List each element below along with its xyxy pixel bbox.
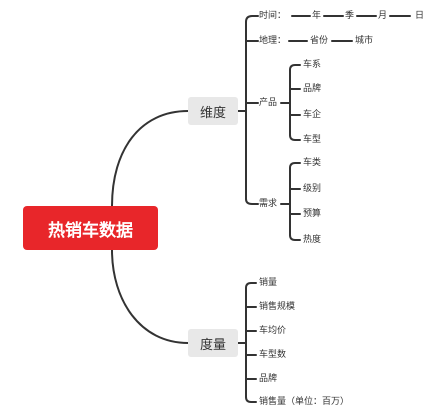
connector-demand-trunk <box>280 167 291 236</box>
connector-dimension-trunk <box>237 21 247 200</box>
time-step-month[interactable]: 月 <box>378 11 388 21</box>
geo-step-province[interactable]: 省份 <box>310 36 329 46</box>
product-item-series[interactable]: 车系 <box>303 60 322 70</box>
product-node[interactable]: 产品 <box>259 98 278 108</box>
connector-root-dimension <box>111 110 189 207</box>
product-item-model[interactable]: 车型 <box>303 135 322 145</box>
measure-item-sales-scale[interactable]: 销售规模 <box>259 302 296 312</box>
time-node[interactable]: 时间： <box>259 11 287 21</box>
demand-item-level[interactable]: 级别 <box>303 184 322 194</box>
geo-step-city[interactable]: 城市 <box>355 36 374 46</box>
demand-item-heat[interactable]: 热度 <box>303 235 322 245</box>
measure-item-model-count[interactable]: 车型数 <box>259 350 287 360</box>
measure-item-sales[interactable]: 销量 <box>259 278 278 288</box>
demand-node[interactable]: 需求 <box>259 199 278 209</box>
time-step-year[interactable]: 年 <box>312 11 322 21</box>
connector-root-measure <box>111 249 189 344</box>
product-item-maker[interactable]: 车企 <box>303 110 322 120</box>
measure-item-sales-volume[interactable]: 销售量（单位：百万） <box>259 397 350 407</box>
dimension-node[interactable]: 维度 <box>188 97 238 125</box>
root-node[interactable]: 热销车数据 <box>23 206 158 250</box>
measure-item-avg-price[interactable]: 车均价 <box>259 326 287 336</box>
time-step-quarter[interactable]: 季 <box>345 11 355 21</box>
geo-node[interactable]: 地理： <box>259 36 287 46</box>
demand-item-class[interactable]: 车类 <box>303 158 322 168</box>
demand-item-budget[interactable]: 预算 <box>303 209 322 219</box>
connector-measure-trunk <box>237 287 247 398</box>
measure-node[interactable]: 度量 <box>188 329 238 357</box>
product-item-brand[interactable]: 品牌 <box>303 84 322 94</box>
measure-item-brand[interactable]: 品牌 <box>259 374 278 384</box>
connector-product-trunk <box>280 69 291 136</box>
time-step-day[interactable]: 日 <box>415 11 425 21</box>
